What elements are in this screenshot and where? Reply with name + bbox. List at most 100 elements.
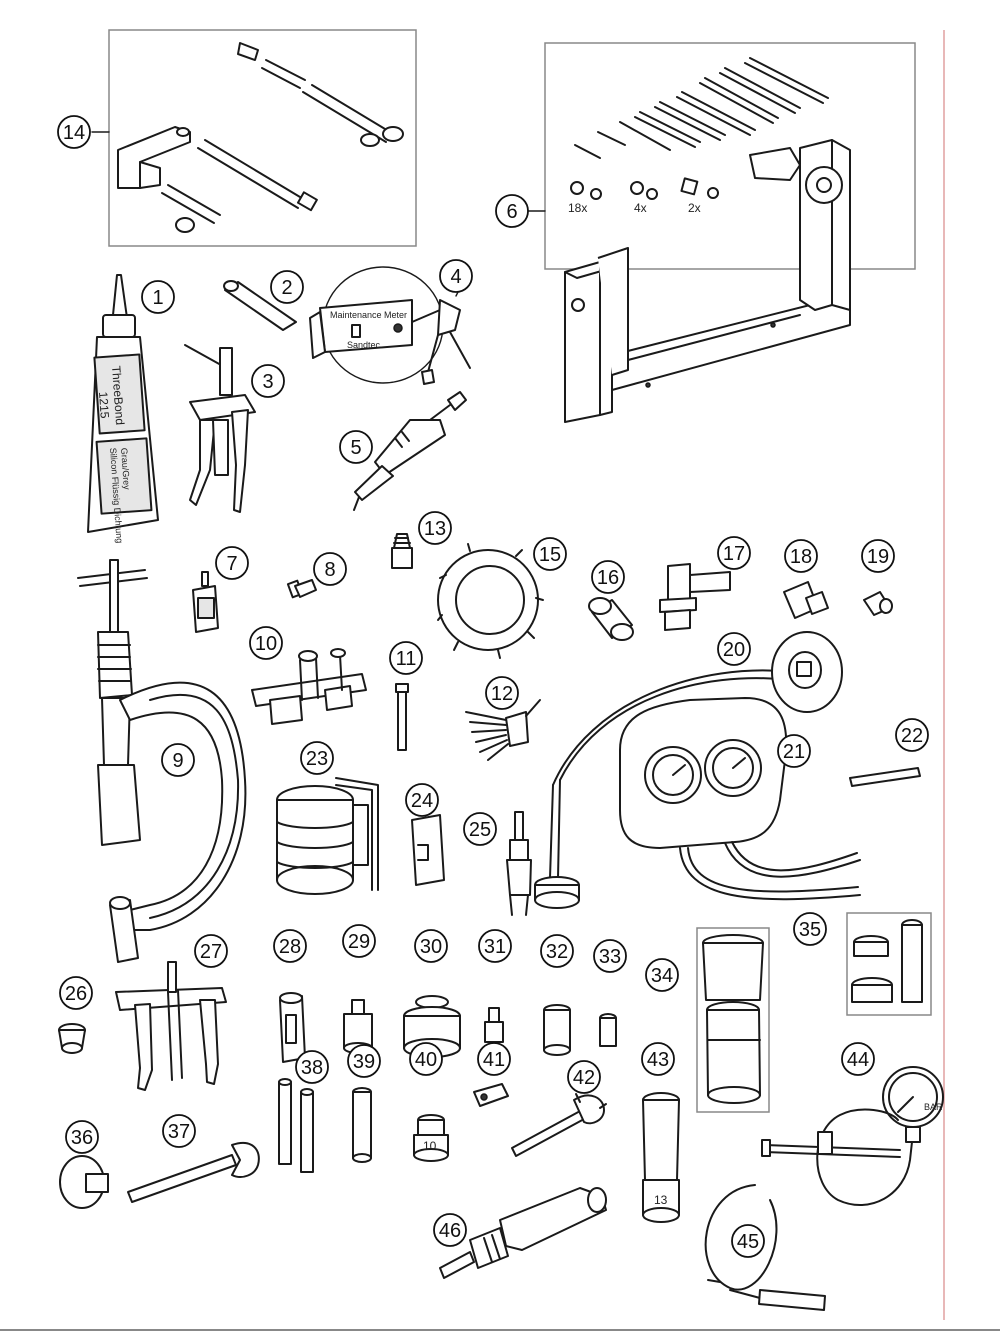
callout-45: 45 xyxy=(731,1224,765,1258)
callout-circle xyxy=(215,546,249,580)
callout-number: 41 xyxy=(483,1049,505,1071)
callout-34: 34 xyxy=(645,958,679,992)
callout-number: 26 xyxy=(65,983,87,1005)
callout-24: 24 xyxy=(405,783,439,817)
callout-9: 9 xyxy=(161,743,195,777)
qty-plates-text: 2x xyxy=(688,201,701,215)
callout-7: 7 xyxy=(215,546,249,580)
item-16-sleeve xyxy=(588,597,634,641)
item-43-long-socket: 13 xyxy=(642,1092,680,1223)
callout-number: 45 xyxy=(737,1231,759,1253)
item-4-maintenance-meter: Maintenance Meter Sandtec xyxy=(309,266,471,385)
callout-number: 35 xyxy=(799,919,821,941)
callout-1: 1 xyxy=(141,280,175,314)
callout-circle xyxy=(347,1044,381,1078)
callout-circle xyxy=(141,280,175,314)
tube-number-text: 1215 xyxy=(96,391,112,419)
item-24-plate xyxy=(411,814,445,886)
gauge-44-unit-text: BAR xyxy=(924,1102,943,1112)
callout-44: 44 xyxy=(841,1042,875,1076)
callout-number: 8 xyxy=(324,559,335,581)
callout-circle xyxy=(251,364,285,398)
callout-circle xyxy=(405,783,439,817)
callout-14: 14 xyxy=(57,115,91,149)
callout-circle xyxy=(717,632,751,666)
callout-circle xyxy=(777,734,811,768)
callout-circle xyxy=(463,812,497,846)
callout-3: 3 xyxy=(251,364,285,398)
item-26-bushing xyxy=(58,1023,86,1054)
callout-circle xyxy=(645,958,679,992)
callout-number: 22 xyxy=(901,725,923,747)
item-45-probe xyxy=(704,1184,826,1311)
callout-circle xyxy=(731,1224,765,1258)
callout-circle xyxy=(339,430,373,464)
callout-number: 4 xyxy=(450,266,461,288)
callout-number: 40 xyxy=(415,1049,437,1071)
qty-nuts-text: 4x xyxy=(634,201,647,215)
item-13-thread-insert xyxy=(391,533,413,569)
callout-circle xyxy=(495,194,529,228)
callout-number: 33 xyxy=(599,946,621,968)
callout-12: 12 xyxy=(485,676,519,710)
callout-number: 10 xyxy=(255,633,277,655)
callout-circle xyxy=(59,976,93,1010)
callout-33: 33 xyxy=(593,939,627,973)
callout-circle xyxy=(273,929,307,963)
callout-22: 22 xyxy=(895,718,929,752)
callout-43: 43 xyxy=(641,1042,675,1076)
callout-46: 46 xyxy=(433,1213,467,1247)
item-25-puller xyxy=(506,811,532,916)
callout-25: 25 xyxy=(463,812,497,846)
callout-number: 42 xyxy=(573,1067,595,1089)
callout-circle xyxy=(717,536,751,570)
callout-41: 41 xyxy=(477,1042,511,1076)
item-37-hook-wrench xyxy=(127,1142,260,1203)
meter-title-text: Maintenance Meter xyxy=(330,310,407,320)
callout-circle xyxy=(270,270,304,304)
callout-number: 17 xyxy=(723,543,745,565)
callout-number: 28 xyxy=(279,936,301,958)
callout-number: 34 xyxy=(651,965,673,987)
callout-17: 17 xyxy=(717,536,751,570)
callout-number: 24 xyxy=(411,790,433,812)
item-6-engine-stand xyxy=(526,42,916,423)
callout-number: 38 xyxy=(301,1057,323,1079)
callout-number: 6 xyxy=(506,201,517,223)
callout-number: 13 xyxy=(424,518,446,540)
callout-circle xyxy=(313,552,347,586)
callout-circle xyxy=(593,939,627,973)
callout-circle xyxy=(478,929,512,963)
callout-circle xyxy=(567,1060,601,1094)
item-28-adapter xyxy=(279,992,306,1063)
item-27-bearing-puller xyxy=(115,961,227,1091)
callout-32: 32 xyxy=(540,934,574,968)
callout-number: 29 xyxy=(348,931,370,953)
callout-number: 7 xyxy=(226,553,237,575)
callout-38: 38 xyxy=(295,1050,329,1084)
item-12-feeler-gauge xyxy=(465,699,541,761)
callout-number: 46 xyxy=(439,1220,461,1242)
callout-circle xyxy=(418,511,452,545)
callout-37: 37 xyxy=(162,1114,196,1148)
tube-line1-text: Grau/Grey xyxy=(119,447,132,490)
item-41-tab xyxy=(473,1083,509,1107)
callout-circle xyxy=(895,718,929,752)
item-14-bolt-kit xyxy=(91,29,417,247)
callout-number: 16 xyxy=(597,567,619,589)
callout-19: 19 xyxy=(861,539,895,573)
callout-23: 23 xyxy=(300,741,334,775)
callout-2: 2 xyxy=(270,270,304,304)
item-34-installation-sleeve xyxy=(696,927,770,1113)
callout-number: 43 xyxy=(647,1049,669,1071)
callout-circle xyxy=(841,1042,875,1076)
tube-brand-text: ThreeBond xyxy=(109,365,127,425)
callout-circle xyxy=(57,115,91,149)
callout-4: 4 xyxy=(439,259,473,293)
callout-circle xyxy=(295,1050,329,1084)
callout-28: 28 xyxy=(273,929,307,963)
callout-29: 29 xyxy=(342,924,376,958)
callout-8: 8 xyxy=(313,552,347,586)
